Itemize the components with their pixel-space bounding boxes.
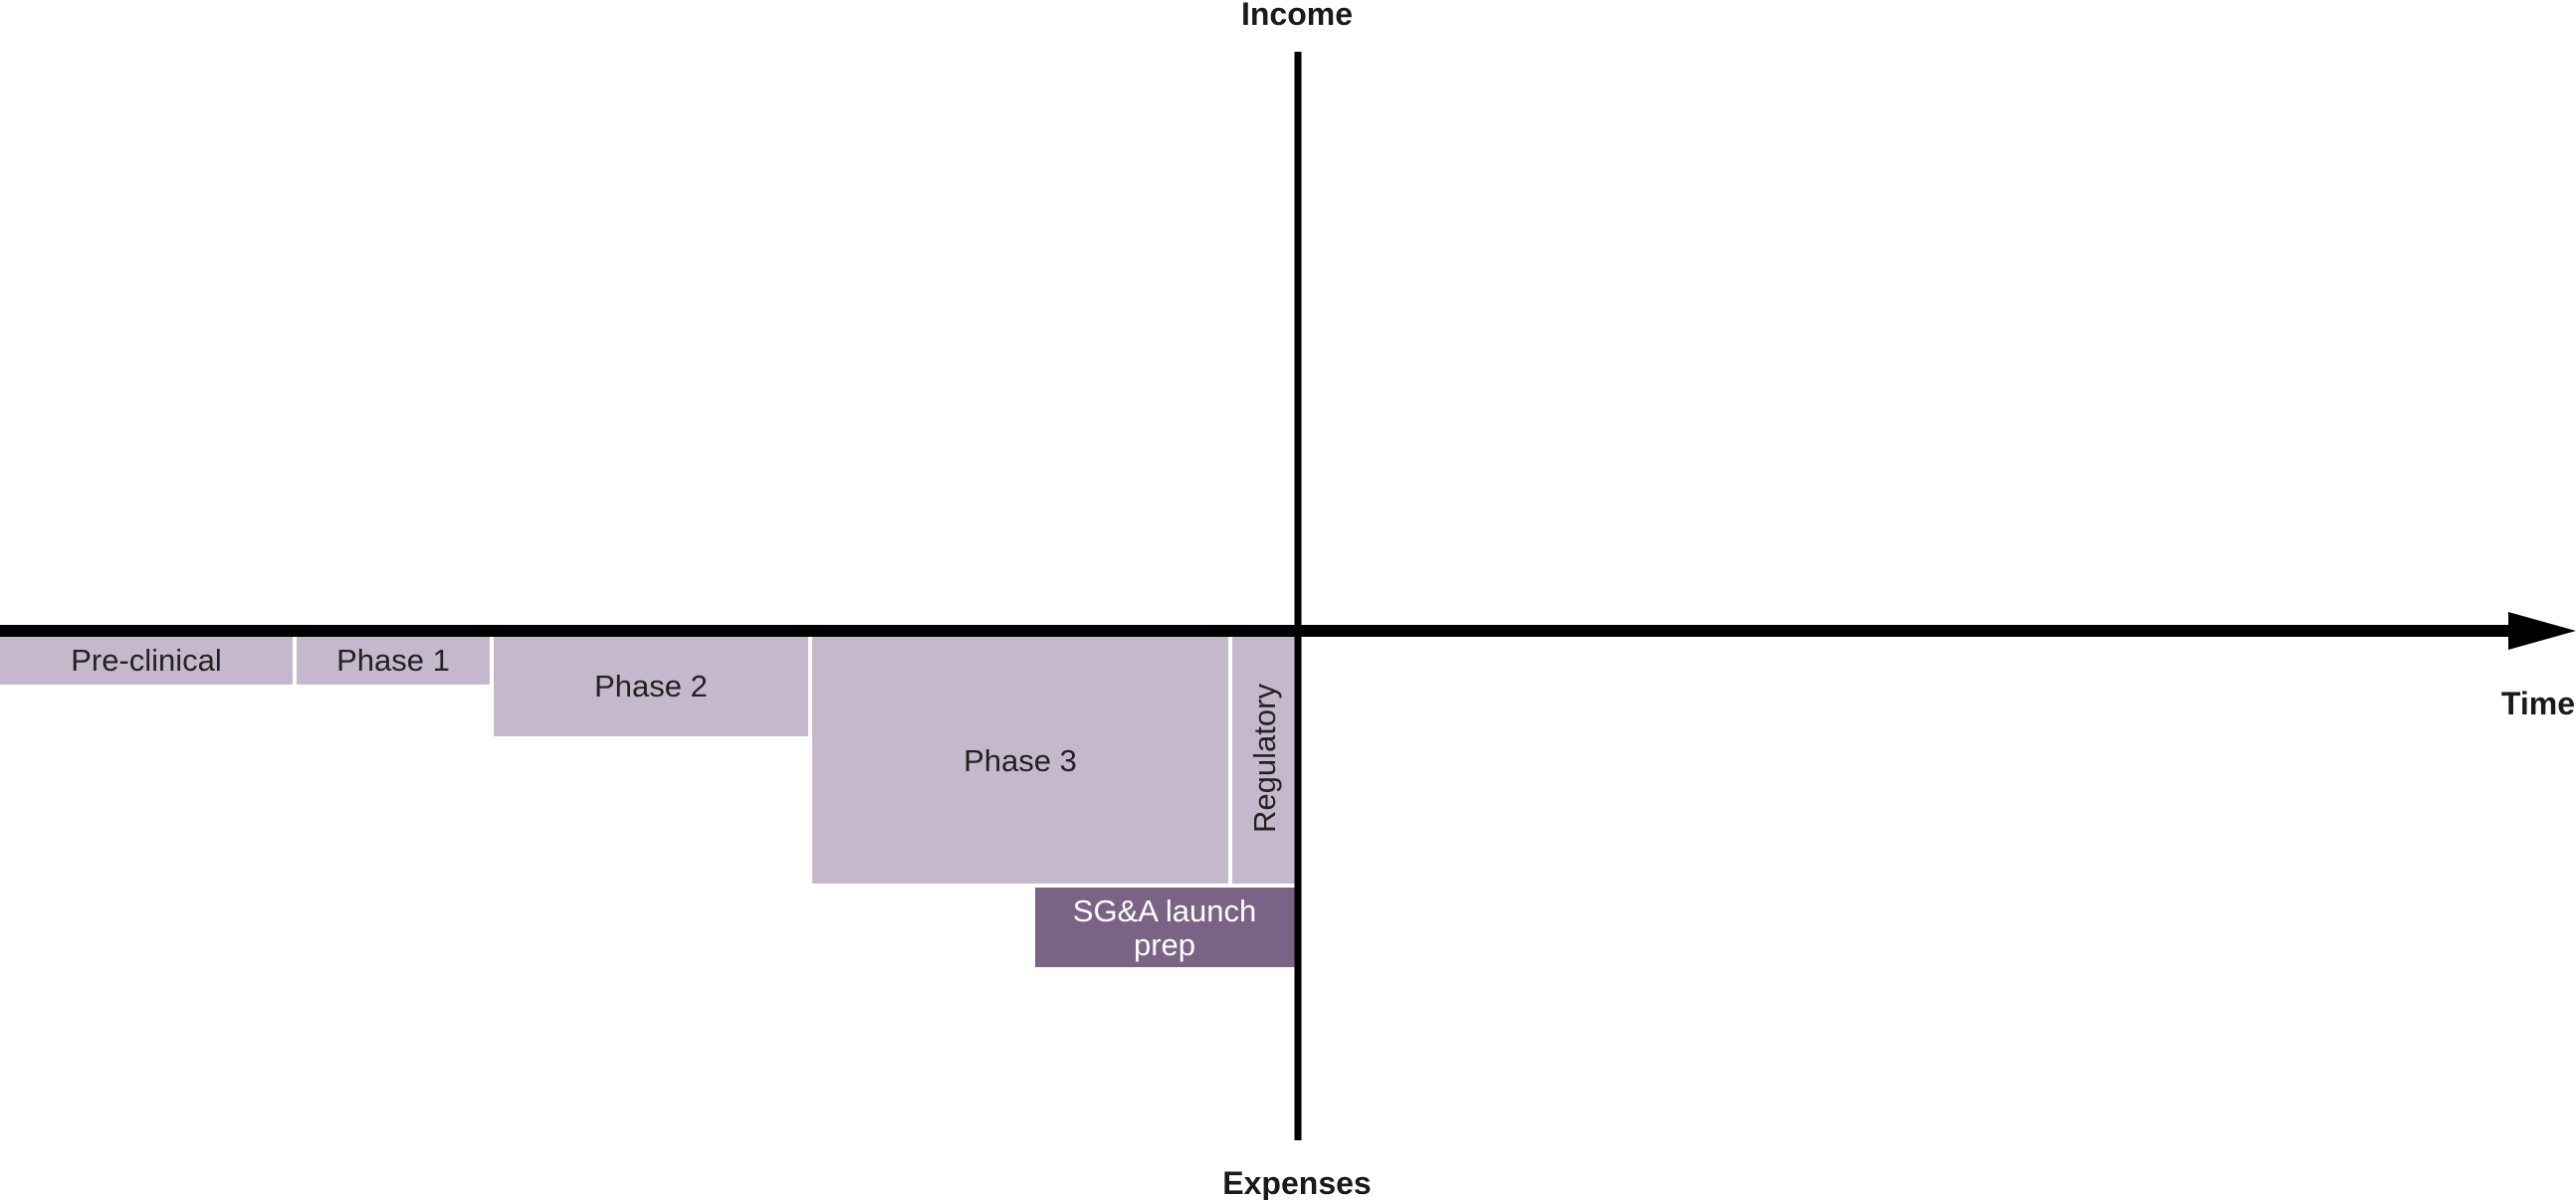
income-axis-label: Income [1241, 0, 1353, 32]
regulatory-block [1232, 633, 1296, 884]
phase1-block [297, 633, 490, 685]
expenses-axis-label: Expenses [1222, 1165, 1371, 1200]
sga-label-line1: SG&A launch [1073, 894, 1256, 928]
phase2-block [494, 633, 808, 736]
sga-label-line2: prep [1134, 927, 1195, 962]
sga-launch-prep-block [1035, 888, 1296, 967]
phase3-block [812, 633, 1228, 884]
phase3-label: Phase 3 [964, 743, 1077, 778]
regulatory-label: Regulatory [1247, 684, 1282, 833]
phase2-label: Phase 2 [594, 669, 708, 703]
preclinical-label: Pre-clinical [71, 643, 222, 678]
time-axis-arrowhead [2508, 612, 2576, 650]
phase1-label: Phase 1 [336, 643, 450, 678]
time-axis-label: Time [2501, 686, 2575, 721]
preclinical-block [0, 633, 293, 685]
